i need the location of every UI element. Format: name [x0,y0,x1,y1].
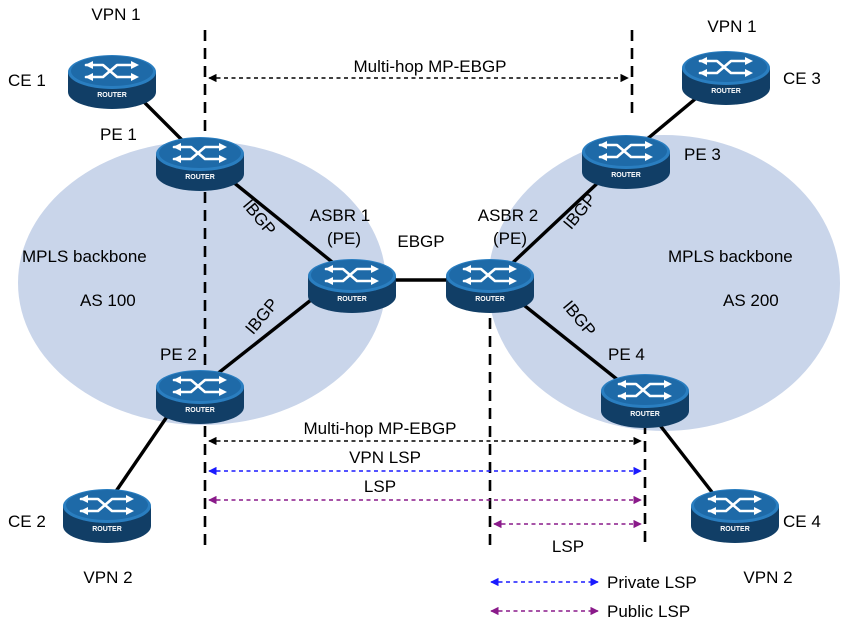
as100-backbone-cloud [18,141,386,425]
vpn1-left-label: VPN 1 [91,5,140,24]
router-icon [61,487,153,545]
router-icon-text: ROUTER [630,411,660,418]
asbr1-label: ASBR 1 [310,206,370,225]
router-icon [66,53,158,111]
lsp-long-label: LSP [364,477,396,496]
router-asbr2[interactable]: ROUTER [444,257,536,315]
pe2-label: PE 2 [160,345,197,364]
link-asbr2-pe4 [503,288,630,390]
router-icon [689,487,781,545]
as200-backbone-cloud [488,135,840,431]
router-pe2[interactable]: ROUTER [154,368,246,426]
mp-ebgp-top-label: Multi-hop MP-EBGP [353,57,506,76]
ce1-label: CE 1 [8,71,46,90]
router-icon [444,257,536,315]
router-icon-text: ROUTER [337,296,367,303]
router-icon-text: ROUTER [720,526,750,533]
legend: Private LSP Public LSP [490,573,697,621]
legend-public-lsp-label: Public LSP [607,602,690,621]
pe1-label: PE 1 [100,125,137,144]
router-ce3[interactable]: ROUTER [680,49,772,107]
asbr1-sub-label: (PE) [327,229,361,248]
router-icon [306,257,398,315]
backbone-right-label: MPLS backbone [668,247,793,266]
router-icon [154,368,246,426]
router-icon [580,133,672,191]
ce3-label: CE 3 [783,69,821,88]
backbone-left-label: MPLS backbone [22,247,147,266]
router-icon [680,49,772,107]
router-icon-text: ROUTER [185,174,215,181]
router-icon-text: ROUTER [611,172,641,179]
lsp-short-label: LSP [552,537,584,556]
mp-ebgp-bottom-label: Multi-hop MP-EBGP [303,419,456,438]
pe3-label: PE 3 [684,145,721,164]
ce2-label: CE 2 [8,512,46,531]
router-pe4[interactable]: ROUTER [599,372,691,430]
router-icon-text: ROUTER [185,407,215,414]
pe4-label: PE 4 [608,345,645,364]
as100-label: AS 100 [80,291,136,310]
vpn1-right-label: VPN 1 [707,17,756,36]
ce4-label: CE 4 [783,512,821,531]
vpn-lsp-label: VPN LSP [349,448,421,467]
link-pe4-ce4 [650,413,724,507]
router-icon [599,372,691,430]
router-ce1[interactable]: ROUTER [66,53,158,111]
router-icon-text: ROUTER [97,92,127,99]
asbr2-label: ASBR 2 [478,206,538,225]
vpn2-right-label: VPN 2 [743,568,792,587]
router-asbr1[interactable]: ROUTER [306,257,398,315]
router-icon-text: ROUTER [92,526,122,533]
router-ce4[interactable]: ROUTER [689,487,781,545]
vpn2-left-label: VPN 2 [83,568,132,587]
legend-private-lsp-label: Private LSP [607,573,697,592]
router-pe1[interactable]: ROUTER [154,135,246,193]
router-ce2[interactable]: ROUTER [61,487,153,545]
router-pe3[interactable]: ROUTER [580,133,672,191]
router-icon [154,135,246,193]
router-icon-text: ROUTER [475,296,505,303]
ebgp-label: EBGP [397,232,444,251]
asbr2-sub-label: (PE) [493,229,527,248]
link-pe2-ce2 [108,404,177,501]
router-icon-text: ROUTER [711,88,741,95]
as200-label: AS 200 [723,291,779,310]
